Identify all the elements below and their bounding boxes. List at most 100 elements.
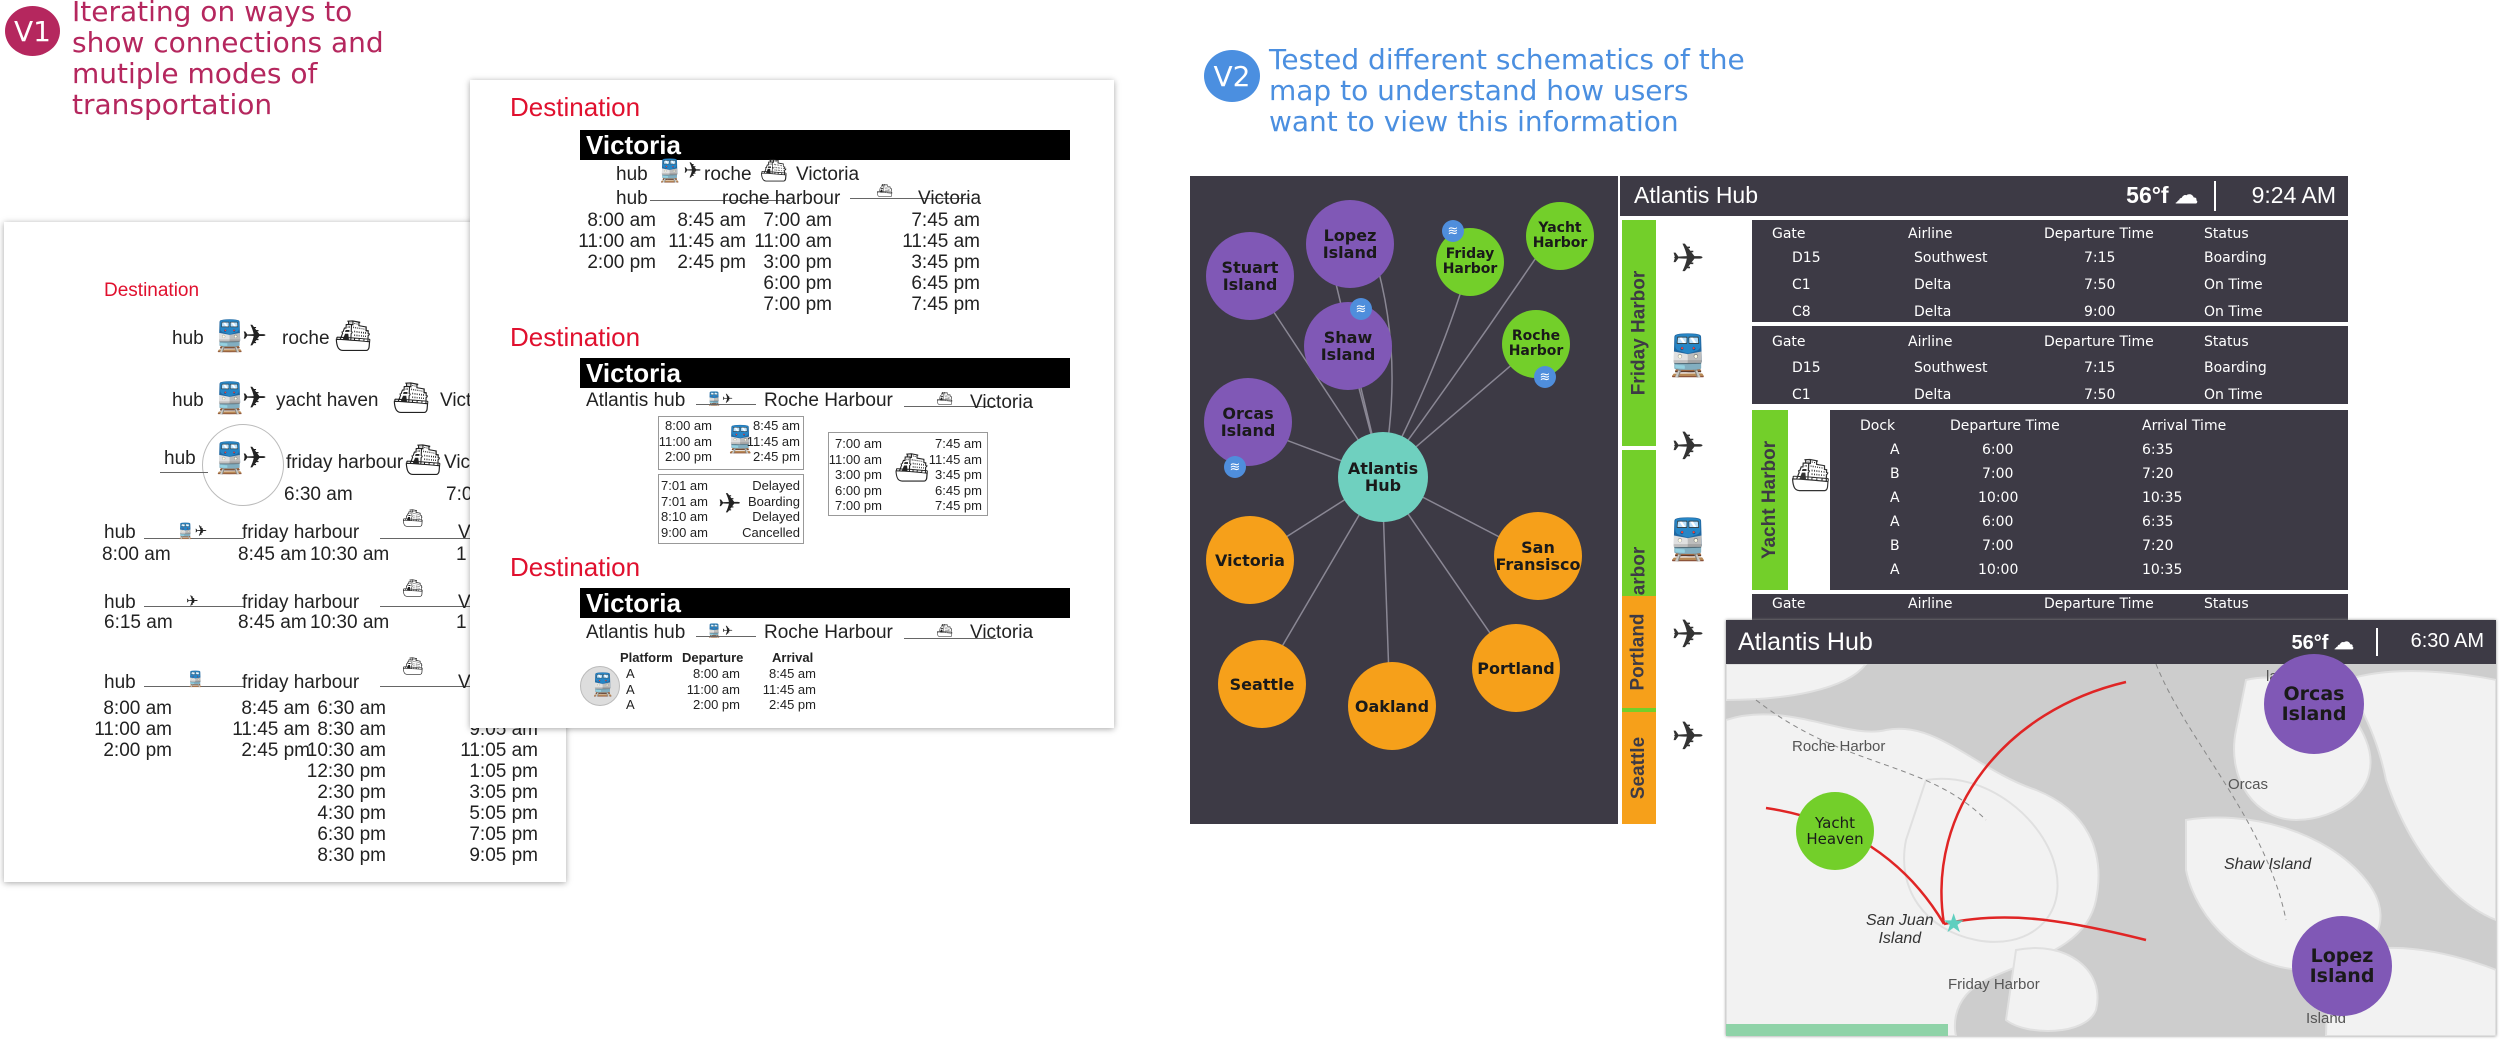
ferry-icon: ⛴ [402, 657, 424, 676]
train-plane-icon: 🚆✈ [176, 523, 208, 540]
col-header: Gate [1772, 226, 1806, 242]
section-seattle[interactable]: Seattle [1622, 712, 1656, 824]
train-plane-icon: 🚆✈ [706, 623, 734, 638]
map-node-orcas-island[interactable]: Orcas Island [2264, 654, 2364, 754]
stop-label: roche [282, 328, 330, 349]
table-cell: Delta [1914, 304, 1952, 320]
ferry-icon: ⛴ [936, 391, 953, 406]
v2-caption: Tested different schematics of the map t… [1269, 43, 1745, 138]
node-seattle[interactable]: Seattle [1218, 640, 1306, 728]
highlight-circle [202, 424, 284, 506]
divider [2376, 628, 2378, 656]
table-cell: Delta [1914, 387, 1952, 403]
node-atlantis-hub[interactable]: Atlantis Hub [1338, 432, 1428, 522]
time-column: 8:45 am 11:45 am 2:45 pm [232, 698, 310, 761]
time-value: 7:0 [446, 484, 473, 505]
col-header: Airline [1908, 334, 1953, 350]
table-cell: On Time [2204, 277, 2263, 293]
col-header: Departure Time [1950, 418, 2060, 434]
stop-label: V [458, 672, 471, 693]
stop-label: yacht haven [276, 390, 379, 411]
ferry-icon: ⛴ [334, 320, 373, 353]
ferry-icon: ≋ [1224, 456, 1246, 478]
route-map: ★ Atlantis Hub 56°f ☁ 6:30 AM Roche Harb… [1726, 620, 2496, 1036]
route-line [904, 638, 996, 639]
train-plane-icon: 🚆✈ [656, 158, 702, 183]
col-header: Airline [1908, 226, 1953, 242]
destination-bar: Victoria [580, 588, 1070, 618]
table-cell: 7:15 [2084, 250, 2116, 266]
node-stuart-island[interactable]: Stuart Island [1206, 232, 1294, 320]
node-victoria[interactable]: Victoria [1206, 516, 1294, 604]
time-column: 7:45 am 11:45 am 3:45 pm 6:45 pm 7:45 pm [928, 436, 982, 513]
plane-icon: ✈ [1671, 715, 1705, 759]
table-cell: D15 [1792, 360, 1821, 376]
time-value: 10:30 am [310, 612, 390, 633]
node-oakland[interactable]: Oakland [1348, 662, 1436, 750]
route-line [144, 538, 244, 539]
map-node-lopez-island[interactable]: Lopez Island [2292, 916, 2392, 1016]
stop-label: roche harbour [722, 188, 841, 209]
plane-icon: ✈ [718, 488, 742, 519]
route-line [380, 686, 520, 687]
table-cell: 7:15 [2084, 360, 2116, 376]
section-friday-harbor[interactable]: Friday Harbor [1622, 220, 1656, 446]
hub-label: hub [616, 164, 648, 185]
table-cell: D15 [1792, 250, 1821, 266]
v1-caption: Iterating on ways to show connections an… [72, 0, 384, 121]
ferry-icon: ⛴ [760, 158, 788, 183]
hub-label: hub [172, 328, 204, 349]
cloud-icon: ☁ [2334, 632, 2354, 654]
node-portland[interactable]: Portland [1472, 624, 1560, 712]
map-node-yacht-heaven[interactable]: Yacht Heaven [1796, 792, 1874, 870]
destination-label: Destination [510, 322, 641, 352]
table-cell: 7:20 [2142, 538, 2174, 554]
col-header: Departure Time [2044, 334, 2154, 350]
time-column: 7:45 am 11:45 am 3:45 pm 6:45 pm 7:45 pm [902, 210, 980, 315]
ferry-icon: ⛴ [936, 623, 953, 638]
route-line [1943, 916, 2147, 942]
section-portland[interactable]: Portland [1622, 596, 1656, 708]
table-cell: On Time [2204, 304, 2263, 320]
train-icon: 🚆 [1663, 334, 1713, 378]
section-yacht-harbor[interactable]: Yacht Harbor [1752, 410, 1788, 590]
table-cell: 6:00 [1982, 514, 2014, 530]
node-roche-harbor[interactable]: Roche Harbor [1502, 310, 1570, 378]
plane-icon: ✈ [242, 320, 268, 353]
time-value: 8:45 am [238, 544, 307, 565]
route-line [696, 404, 756, 405]
route-line [904, 406, 996, 407]
node-shaw-island[interactable]: Shaw Island [1304, 302, 1392, 390]
table-cell: C1 [1792, 277, 1811, 293]
node-yacht-harbor[interactable]: Yacht Harbor [1526, 202, 1594, 270]
clock: 9:24 AM [2251, 182, 2336, 208]
time-column: 8:00 am 11:00 am 2:00 pm [94, 698, 172, 761]
plane-icon: ✈ [1671, 237, 1705, 281]
table-cell: Southwest [1914, 250, 1988, 266]
stop-label: Vict [440, 390, 472, 411]
table-cell: 10:00 [1978, 562, 2019, 578]
map-label: San Juan Island [1866, 912, 1934, 947]
col-header: Departure Time [2044, 226, 2154, 242]
stop-label: Vic [444, 452, 471, 473]
clock: 6:30 AM [2410, 630, 2484, 652]
col-header: Status [2204, 334, 2249, 350]
map-title: Atlantis Hub [1738, 628, 1873, 656]
plane-icon: ✈ [242, 382, 268, 415]
table-cell: A [1890, 514, 1900, 530]
route-line [1940, 680, 2127, 925]
node-lopez-island[interactable]: Lopez Island [1306, 200, 1394, 288]
map-header: Atlantis Hub 56°f ☁ 6:30 AM [1726, 620, 2496, 664]
map-label: Roche Harbor [1792, 738, 1886, 755]
ferry-table: Dock Departure Time Arrival Time A 6:00 … [1830, 410, 2348, 590]
col-header: Departure Time [2044, 596, 2154, 612]
node-orcas-island[interactable]: Orcas Island [1204, 378, 1292, 466]
route-line [696, 636, 756, 637]
ferry-icon: ⛴ [404, 444, 443, 477]
time-column: 8:45 am 11:45 am 2:45 pm [668, 210, 746, 273]
node-san-fransisco[interactable]: San Fransisco [1494, 512, 1582, 600]
train-icon: 🚆 [211, 442, 249, 475]
time-column: 8:45 am 11:45 am 2:45 pm [746, 418, 800, 464]
col-header: Arrival Time [2142, 418, 2227, 434]
schedule-box [828, 432, 988, 516]
